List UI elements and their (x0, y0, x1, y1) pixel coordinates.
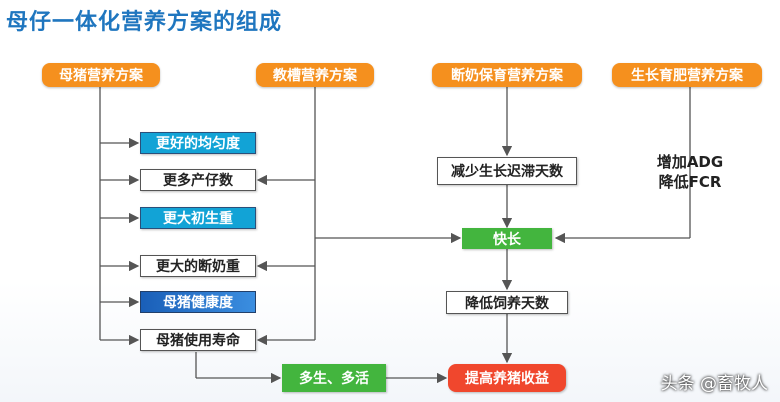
fast-growth-box: 快长 (462, 228, 552, 249)
grower-nutrition-box: 生长育肥营养方案 (612, 63, 762, 87)
increase-adg-text: 增加ADG (656, 153, 724, 171)
more-born-alive-box: 多生、多活 (282, 364, 386, 392)
left-item-uniformity: 更好的均匀度 (140, 132, 256, 154)
left-item-sow-health: 母猪健康度 (140, 291, 256, 313)
increase-profit-box: 提高养猪收益 (448, 364, 566, 392)
left-item-litter-size: 更多产仔数 (140, 169, 256, 191)
grower-benefits-text: 增加ADG 降低FCR (640, 152, 740, 192)
page-title: 母仔一体化营养方案的组成 (6, 10, 283, 35)
sow-nutrition-box: 母猪营养方案 (42, 63, 160, 87)
left-item-sow-lifespan: 母猪使用寿命 (140, 329, 256, 351)
left-item-birth-weight: 更大初生重 (140, 207, 256, 229)
reduce-feeding-days-box: 降低饲养天数 (446, 291, 568, 314)
nursery-nutrition-box: 断奶保育营养方案 (432, 63, 582, 87)
reduce-stunting-box: 减少生长迟滞天数 (437, 157, 577, 185)
left-item-weaning-weight: 更大的断奶重 (140, 255, 256, 277)
watermark: 头条 @畜牧人 (660, 374, 768, 394)
creep-nutrition-box: 教槽营养方案 (256, 63, 374, 87)
reduce-fcr-text: 降低FCR (658, 173, 722, 191)
